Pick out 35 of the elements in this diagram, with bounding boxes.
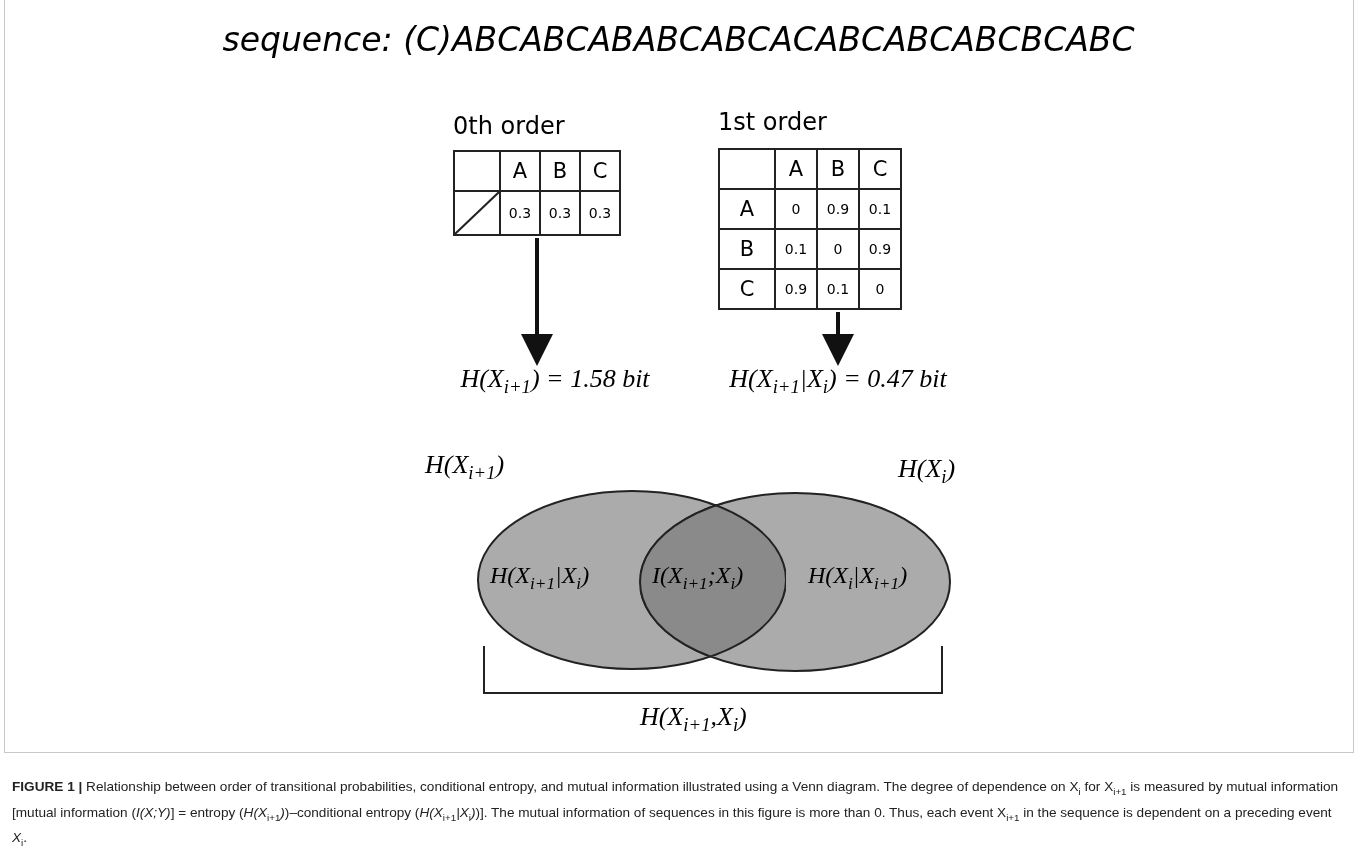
entropy-formula: H(X$_{i+1}$) = 1.58 bit [459,364,651,399]
arrow [822,312,854,366]
value-cell: 0 [775,189,817,229]
value-cell: 0.1 [775,229,817,269]
header-cell: B [540,151,580,191]
region-label: H(X$_{i+1}$|X$_{i}$) [490,562,590,594]
value-cell: 0.1 [859,189,901,229]
value-cell: 0.9 [817,189,859,229]
arrow [521,238,553,366]
table-heading: 1st order [718,108,827,136]
value-cell: 0.9 [775,269,817,309]
header-cell: A [500,151,540,191]
value-cell: 0 [859,269,901,309]
value-cell: 0.9 [859,229,901,269]
region-label: I(X$_{i+1}$;X$_{i}$) [652,562,744,594]
entropy-formula: H(X$_{i+1}$|X$_{i}$) = 0.47 bit [728,364,948,399]
table-heading: 0th order [453,112,565,140]
set-label: H(X$_{i}$) [898,454,956,489]
value-cell: 0.3 [540,191,580,235]
set-label: H(X$_{i+1}$) [425,450,505,485]
header-cell: C [719,269,775,309]
value-cell: 0.1 [817,269,859,309]
header-cell: B [719,229,775,269]
header-cell: C [859,149,901,189]
region-label: H(X$_{i}$|X$_{i+1}$) [808,562,908,594]
value-cell: 0 [817,229,859,269]
title: sequence: (C)ABCABCABABCABCACABCABCABCBCABC [221,20,1136,59]
joint-entropy-label: H(X$_{i+1}$,X$_{i}$) [640,702,747,737]
header-cell: B [817,149,859,189]
header-cell: C [580,151,620,191]
header-cell: A [775,149,817,189]
value-cell: 0.3 [580,191,620,235]
header-cell: A [719,189,775,229]
value-cell: 0.3 [500,191,540,235]
figure-caption: FIGURE 1 | Relationship between order of transitional probabilities, conditional entropy, and mutual information illustrated using a Venn diagram. The degree of dependence on X$_{i}$ for X$_{i+1}$ is measured by mutual information [mutual information (I(X;Y)] = entropy (H(X$_{i+1}$))–conditional entropy (H(X$_{i+1}$|X$_{i}$))]. The mutual information of sequences in this figure is more than 0. Thus, each event X$_{i+1}$ in the sequence is dependent on a preceding event X$_{i}$. [12,778,1340,851]
